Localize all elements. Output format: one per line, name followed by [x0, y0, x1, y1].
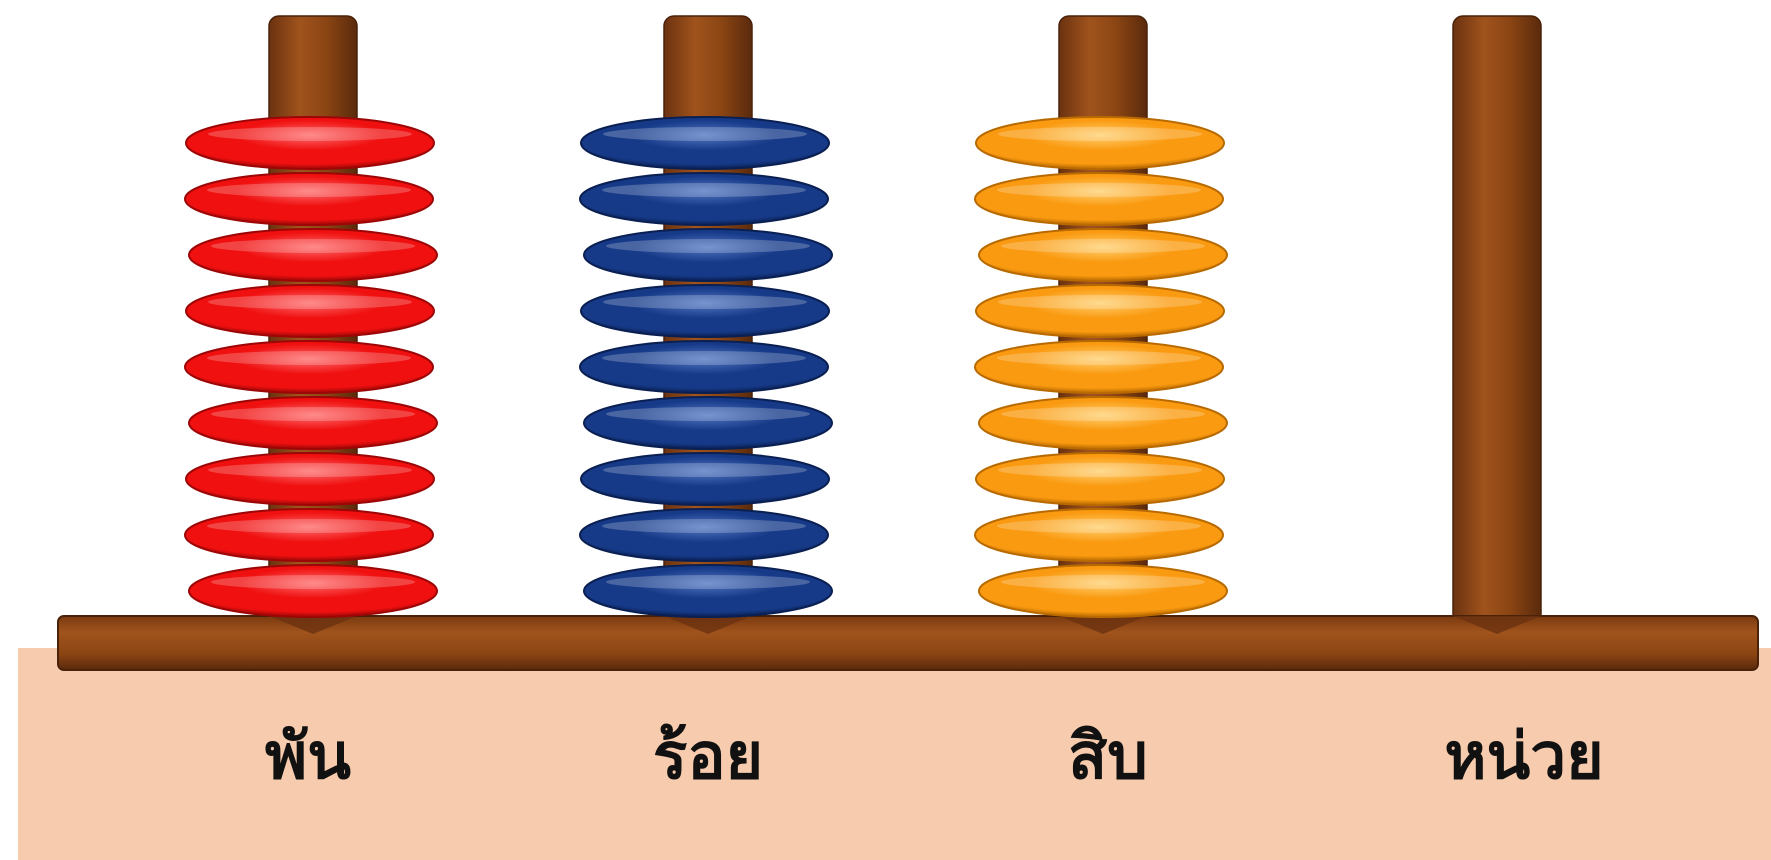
bead-hundreds: [579, 340, 829, 394]
table-surface: [18, 648, 1771, 860]
bead-tens: [978, 396, 1228, 450]
bead-thousands: [185, 452, 435, 506]
bead-thousands: [188, 396, 438, 450]
bead-thousands: [185, 284, 435, 338]
rod-joint-ones: [1453, 616, 1541, 634]
bead-thousands: [188, 564, 438, 618]
bead-thousands: [185, 116, 435, 170]
place-label-thousands: พัน: [265, 720, 351, 794]
place-label-hundreds: ร้อย: [652, 720, 764, 794]
rod-ones: [1452, 15, 1542, 625]
bead-tens: [975, 116, 1225, 170]
place-label-ones: หน่วย: [1444, 720, 1604, 794]
rod-joint-tens: [1059, 616, 1147, 634]
bead-tens: [974, 508, 1224, 562]
bead-thousands: [188, 228, 438, 282]
bead-thousands: [184, 172, 434, 226]
bead-hundreds: [580, 284, 830, 338]
bead-hundreds: [579, 172, 829, 226]
bead-hundreds: [579, 508, 829, 562]
rod-joint-hundreds: [664, 616, 752, 634]
abacus-base: [57, 615, 1759, 671]
place-label-tens: สิบ: [1068, 720, 1148, 794]
bead-hundreds: [583, 564, 833, 618]
rod-joint-thousands: [269, 616, 357, 634]
bead-hundreds: [580, 116, 830, 170]
bead-tens: [974, 172, 1224, 226]
bead-tens: [978, 228, 1228, 282]
bead-thousands: [184, 340, 434, 394]
bead-thousands: [184, 508, 434, 562]
bead-tens: [975, 284, 1225, 338]
bead-tens: [974, 340, 1224, 394]
bead-hundreds: [580, 452, 830, 506]
bead-hundreds: [583, 228, 833, 282]
bead-hundreds: [583, 396, 833, 450]
bead-tens: [975, 452, 1225, 506]
bead-tens: [978, 564, 1228, 618]
